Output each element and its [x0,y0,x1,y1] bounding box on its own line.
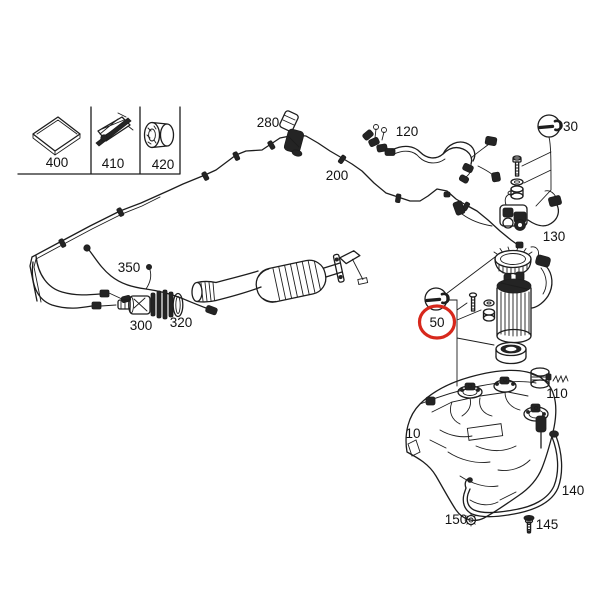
part-label-150: 150 [445,512,468,527]
line-clip [337,154,347,164]
fuel-filter-assembly [468,246,553,365]
part-label-280: 280 [257,115,280,130]
fuel-tank-10 [405,369,557,521]
bolt-145 [523,515,535,534]
part-label-110: 110 [546,386,568,401]
part-label-145: 145 [536,517,559,532]
seals-50 [482,299,496,322]
line-clip [395,193,402,204]
tool-leader-30 [521,136,552,207]
line-clip [232,151,241,161]
mounting-bolt-50 [468,292,478,312]
part-label-30: 30 [563,119,578,134]
seal-ring-320 [172,292,184,318]
part-label-200: 200 [326,168,349,183]
part-label-50: 50 [429,315,444,330]
highlight-ellipse [417,304,457,340]
washer-30 [510,178,524,186]
locking-ring [493,246,533,275]
part-label-400: 400 [46,155,69,170]
filter-cartridge [496,271,532,344]
bolt-30 [512,155,522,177]
part-label-130: 130 [543,229,566,244]
filter-seal-cup [495,341,527,365]
part-label-410: 410 [102,156,125,171]
line-clip [267,140,276,150]
exhaust-assembly [191,250,369,303]
part-label-300: 300 [130,318,153,333]
catalytic-converter [255,259,327,303]
tool-leader-50 [445,256,496,387]
wrench-icon [537,114,563,138]
flex-pipe [191,280,217,303]
wiring-harness-120 [362,124,501,184]
part-label-140: 140 [562,483,585,498]
line-end-fitting [515,241,524,249]
spring-110 [552,374,569,384]
wrench-icon [424,287,450,311]
part-labels: 400 410 420 280 200 120 30 130 50 350 30… [46,115,585,532]
grommet-30 [510,185,524,200]
line-clip [116,207,125,217]
sensor-280 [279,110,305,157]
cap-110 [530,367,552,389]
sensor-cable-350 [83,244,218,316]
pump-300 [117,289,174,320]
line-clip [58,238,67,248]
tension-strap-140 [462,430,563,518]
part-label-320: 320 [170,315,193,330]
valve-assembly-130 [443,190,562,231]
exhaust-flange [332,250,369,285]
part-label-120: 120 [396,124,419,139]
kit-clamp-410 [95,112,134,147]
kit-grommet-420 [143,121,175,149]
part-label-350: 350 [118,260,141,275]
fuel-line-200 [29,134,524,310]
kit-plate-400 [32,116,81,156]
part-label-420: 420 [152,157,175,172]
parts-kit-box [17,106,181,175]
line-clip [201,171,210,181]
nut-150 [464,513,478,527]
filter-connector-wires [530,246,553,309]
part-label-10: 10 [405,426,420,441]
